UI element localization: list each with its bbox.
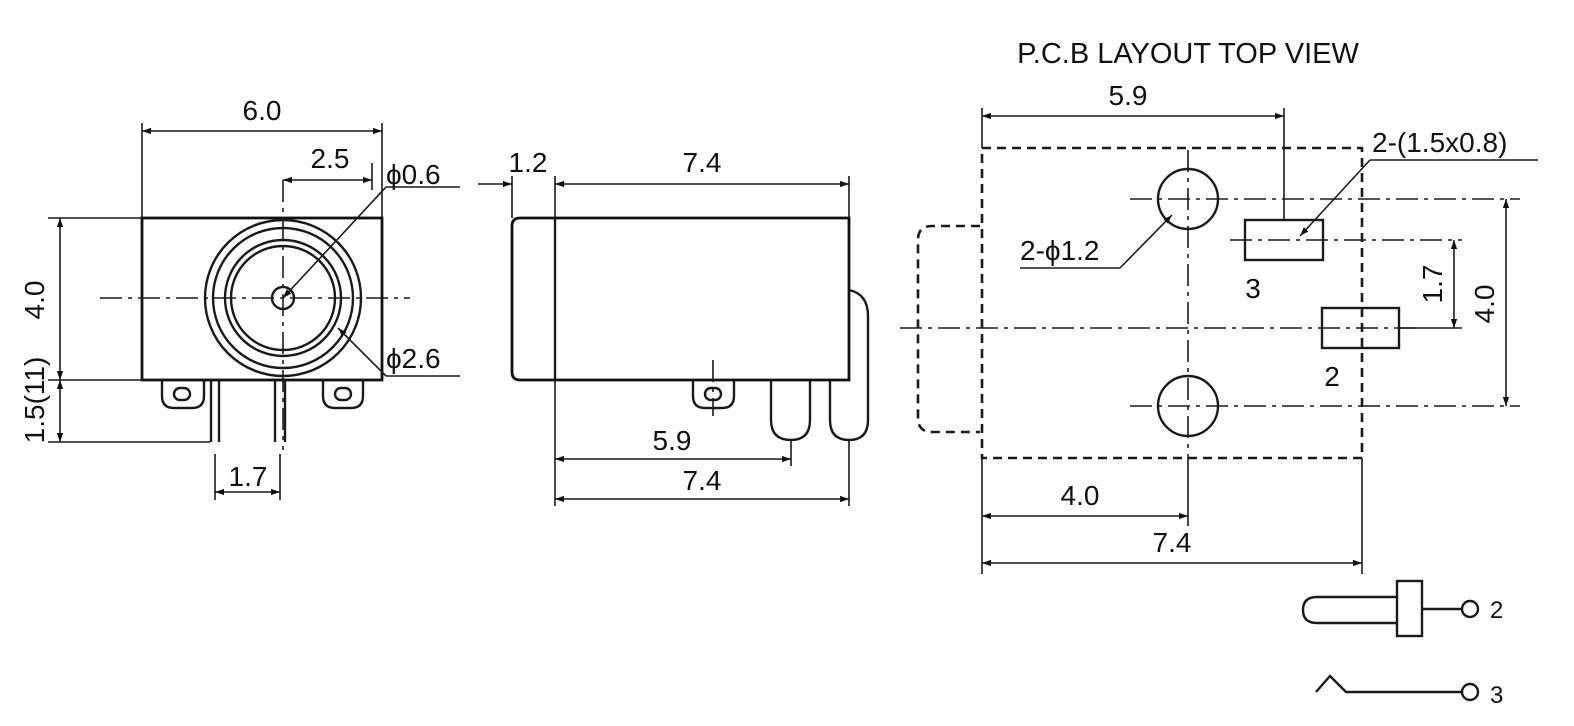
schematic-tip-contact [1315, 674, 1462, 694]
side-pin [769, 380, 812, 442]
right-boss [321, 380, 365, 410]
front-pins [209, 380, 287, 442]
dim-pin-pitch: 1.7 [229, 461, 268, 492]
schematic-label-3: 3 [1490, 682, 1503, 709]
dim-bore-diameter: ϕ2.6 [386, 343, 441, 374]
pcb-pad-label-2: 2 [1324, 361, 1340, 392]
dim-side-lip: 1.2 [509, 147, 548, 178]
dim-pcb-pad-size: 2-(1.5x0.8) [1372, 127, 1507, 158]
schematic-sleeve [1301, 595, 1397, 625]
schematic-symbol: 2 3 [1301, 579, 1503, 709]
dim-front-offset: 2.5 [311, 143, 350, 174]
pcb-outline [980, 146, 1364, 460]
pcb-plug-outline [916, 224, 980, 434]
schematic-terminal-2 [1460, 599, 1480, 619]
dim-pin-diameter: ϕ0.6 [386, 159, 441, 190]
side-body [510, 216, 851, 382]
dim-front-width: 6.0 [243, 95, 282, 126]
schematic-sleeve-body [1395, 579, 1424, 638]
dim-pcb-hole-offset: 4.0 [1061, 480, 1100, 511]
front-view: 6.0 2.5 ϕ0.6 ϕ2.6 4.0 1.5(11) 1.7 [19, 95, 460, 500]
dim-side-overall-length: 7.4 [683, 465, 722, 496]
dim-pcb-hole-span: 5.9 [1109, 80, 1148, 111]
schematic-label-2: 2 [1490, 597, 1503, 624]
dim-front-height: 4.0 [19, 281, 50, 320]
dim-pcb-pad-pitch: 1.7 [1417, 265, 1448, 304]
dim-pcb-overall-length: 7.4 [1153, 527, 1192, 558]
pcb-layout-title: P.C.B LAYOUT TOP VIEW [1017, 38, 1359, 70]
dim-pcb-height: 4.0 [1469, 285, 1500, 324]
front-body [140, 216, 384, 382]
pcb-pad-label-3: 3 [1245, 273, 1261, 304]
dim-side-body-length: 7.4 [683, 147, 722, 178]
schematic-terminal-3 [1460, 682, 1480, 702]
left-boss [160, 380, 206, 410]
dim-pcb-hole-diameter: 2-ϕ1.2 [1020, 235, 1100, 266]
dim-pin-length: 1.5(11) [19, 357, 50, 444]
pcb-layout: P.C.B LAYOUT TOP VIEW 5.9 2-(1.5x0.8) 2-… [900, 38, 1538, 574]
side-view: 1.2 7.4 5.9 7.4 [478, 147, 870, 506]
side-bent-pin [828, 288, 870, 442]
dim-side-pin-position: 5.9 [653, 425, 692, 456]
